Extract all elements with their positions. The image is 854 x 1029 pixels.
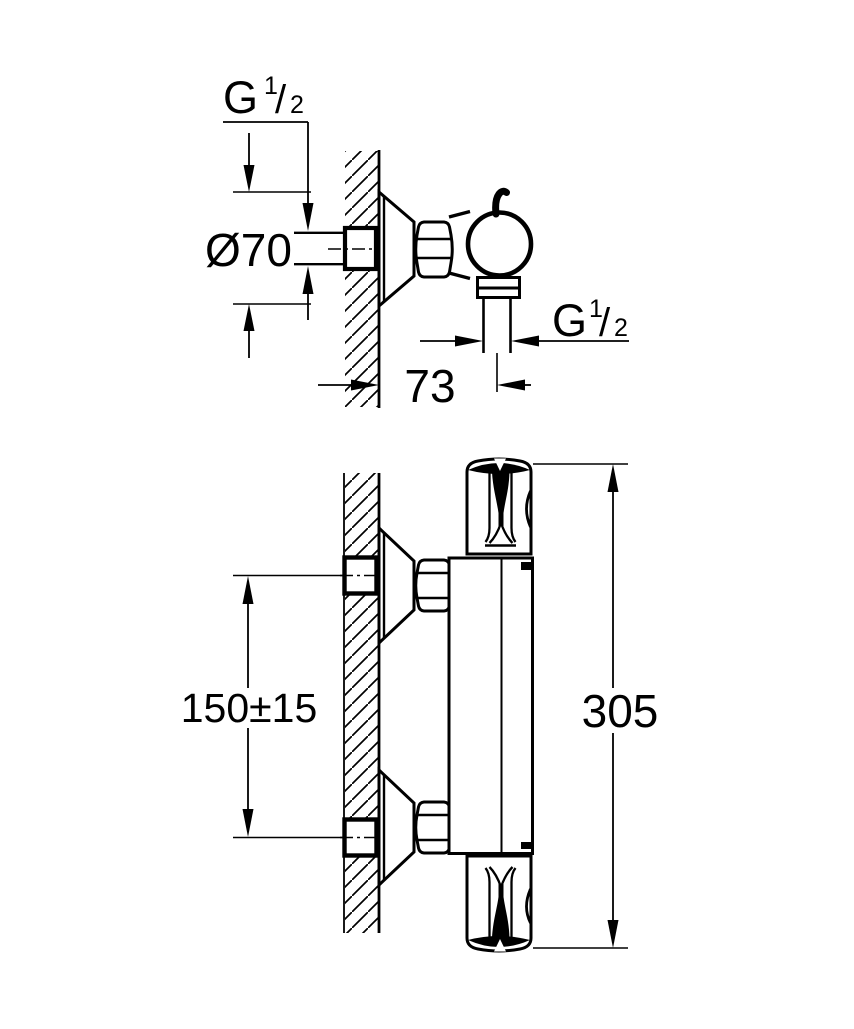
arrowhead-down: [242, 809, 254, 837]
grip-groove: [492, 884, 510, 938]
safestop-button-arc-lower: [525, 888, 532, 924]
arrowhead-down: [607, 920, 619, 948]
wall-hatching: [345, 473, 379, 933]
arrowhead-up: [242, 576, 254, 604]
front-view: 150±15 305: [181, 457, 659, 953]
grip-flare: [488, 866, 514, 888]
grip-line-left: [484, 473, 491, 543]
arrowhead-down: [302, 203, 314, 231]
dim-wall-thread: G 1 / 2: [223, 72, 314, 320]
dim-label-wall-thread-den: 2: [290, 91, 304, 119]
handle-cap-notch: [494, 939, 506, 952]
dim-label-connection-spacing: 150±15: [181, 685, 318, 731]
dim-label-outlet-thread-slash: /: [599, 301, 611, 345]
escutcheon-cone-upper: [377, 524, 416, 647]
temperature-marker-lower: [521, 842, 532, 849]
flow-handle: [465, 854, 533, 953]
arrowhead-right: [351, 379, 379, 391]
temperature-handle: [465, 457, 533, 556]
dim-flange-diameter: Ø70: [205, 133, 311, 358]
grip-groove: [492, 472, 510, 526]
dim-label-outlet-thread-num: 1: [589, 295, 603, 323]
side-view: G 1 / 2 Ø70 G 1 /: [205, 72, 629, 412]
arrowhead-up: [302, 266, 314, 294]
arrowhead-left: [497, 379, 525, 391]
grip-line-right: [510, 473, 517, 543]
dim-label-wall-thread-num: 1: [264, 72, 278, 100]
control-lever: [492, 187, 510, 218]
escutcheon-cone: [377, 188, 416, 310]
arrowhead-right: [455, 335, 483, 347]
dim-label-depth: 73: [404, 360, 455, 412]
dim-outlet-thread: G 1 / 2: [420, 295, 629, 347]
dim-label-outlet-thread-den: 2: [614, 314, 628, 342]
grip-flare: [488, 522, 514, 544]
wall-hatching: [345, 151, 379, 407]
dim-overall-height: 305: [533, 463, 659, 949]
union-hex-nut-upper: [414, 558, 454, 613]
handle-cap-notch: [494, 458, 506, 471]
escutcheon-cone-lower: [377, 766, 416, 889]
dim-depth-73: 73: [318, 360, 531, 412]
grip-line-right: [510, 867, 517, 937]
arrowhead-up: [607, 464, 619, 492]
dim-label-overall-height: 305: [582, 685, 659, 737]
temperature-marker-upper: [521, 562, 532, 570]
valve-body-circle: [465, 210, 534, 278]
body-connector-bottom-line: [448, 271, 471, 281]
safestop-button-arc-upper: [525, 490, 532, 528]
dim-label-flange-diameter: Ø70: [205, 224, 292, 276]
arrowhead-down: [243, 165, 255, 192]
dim-label-outlet-thread-g: G: [552, 295, 587, 346]
arrowhead-left: [511, 335, 539, 347]
union-hex-nut-lower: [414, 800, 454, 855]
body-connector-top-line: [448, 209, 471, 219]
union-hex-nut: [414, 220, 454, 279]
dim-connection-spacing: 150±15: [181, 574, 344, 839]
arrowhead-up: [243, 304, 255, 331]
dim-label-wall-thread-g: G: [223, 72, 258, 123]
grip-line-left: [484, 867, 491, 937]
dim-label-wall-thread-slash: /: [275, 78, 287, 122]
mixer-body: [447, 556, 534, 855]
